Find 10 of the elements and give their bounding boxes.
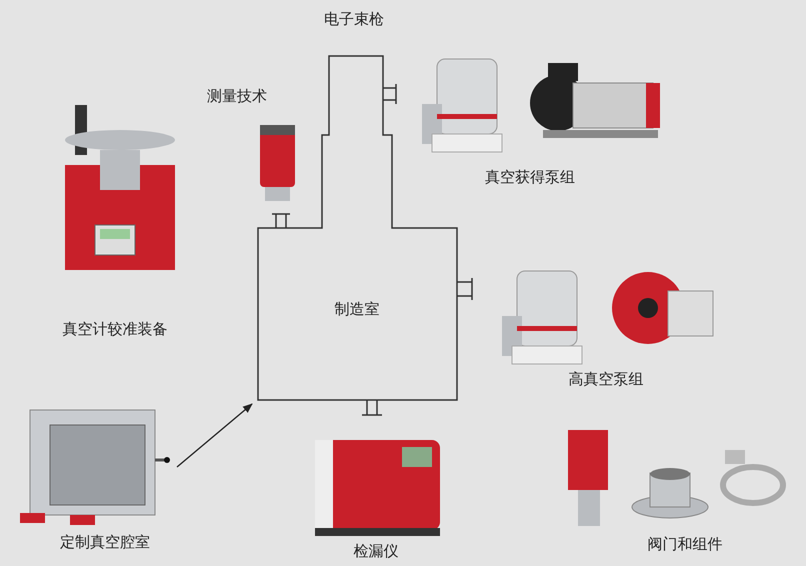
section-label: 电子束枪 xyxy=(324,10,384,29)
chamber-label: 制造室 xyxy=(334,300,380,319)
product-caption: 定制真空腔室 xyxy=(60,533,150,552)
product-caption: 阀门和组件 xyxy=(648,535,722,554)
product-caption: 检漏仪 xyxy=(354,542,398,561)
product-caption: 测量技术 xyxy=(207,87,267,106)
product-caption: 真空获得泵组 xyxy=(485,168,575,187)
product-caption: 高真空泵组 xyxy=(568,370,644,389)
arrow xyxy=(176,403,253,468)
product-caption: 真空计较准装备 xyxy=(62,320,168,339)
